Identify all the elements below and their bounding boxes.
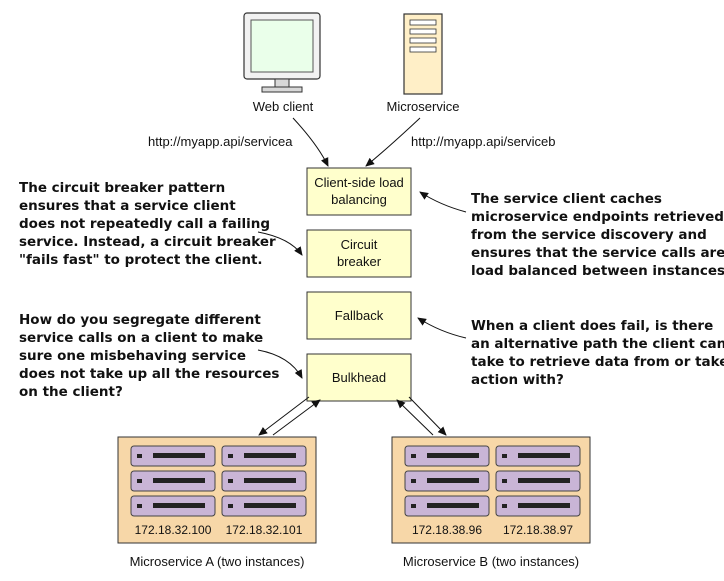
svg-text:microservice endpoints retriev: microservice endpoints retrieved bbox=[471, 209, 724, 225]
ip-b1: 172.18.38.96 bbox=[412, 523, 482, 537]
url-serviceb: http://myapp.api/serviceb bbox=[411, 134, 556, 149]
server-stack-a2 bbox=[221, 445, 307, 517]
circuit-breaker-box: Circuit breaker bbox=[306, 229, 412, 278]
arrow-cluster-a-to-bulkhead bbox=[272, 399, 321, 436]
svg-text:load balanced between instance: load balanced between instances. bbox=[471, 263, 724, 279]
url-servicea: http://myapp.api/servicea bbox=[148, 134, 293, 149]
microservice-label: Microservice bbox=[387, 99, 460, 114]
load-balancing-box: Client-side load balancing bbox=[306, 167, 412, 216]
cluster-b: 172.18.38.96 172.18.38.97 bbox=[391, 436, 591, 544]
arrow-note-to-load-balancing bbox=[419, 191, 467, 213]
svg-text:Client-side load: Client-side load bbox=[314, 175, 404, 190]
arrow-note-to-circuit-breaker bbox=[257, 231, 303, 256]
svg-text:Bulkhead: Bulkhead bbox=[332, 370, 386, 385]
svg-text:on the client?: on the client? bbox=[19, 384, 123, 400]
web-client-monitor-icon bbox=[243, 12, 321, 93]
arrow-microservice-to-lb bbox=[365, 117, 421, 167]
note-bulkhead: How do you segregate different service c… bbox=[19, 312, 279, 400]
server-stack-b1 bbox=[404, 445, 490, 517]
svg-text:action with?: action with? bbox=[471, 372, 564, 388]
fallback-box: Fallback bbox=[306, 291, 412, 340]
server-stack-b2 bbox=[495, 445, 581, 517]
arrow-note-to-fallback bbox=[417, 317, 467, 339]
arrow-bulkhead-to-cluster-a bbox=[258, 396, 310, 436]
svg-text:sure one misbehaving service: sure one misbehaving service bbox=[19, 348, 246, 364]
note-circuit-breaker: The circuit breaker pattern ensures that… bbox=[19, 180, 276, 268]
bulkhead-box: Bulkhead bbox=[306, 353, 412, 402]
svg-text:does not repeatedly call a fai: does not repeatedly call a failing bbox=[19, 216, 270, 232]
svg-text:an alternative path the client: an alternative path the client can bbox=[471, 336, 724, 352]
svg-text:ensures that the service calls: ensures that the service calls are bbox=[471, 245, 724, 261]
svg-text:does not take up all the resou: does not take up all the resources bbox=[19, 366, 279, 382]
svg-text:breaker: breaker bbox=[337, 254, 382, 269]
svg-text:Fallback: Fallback bbox=[335, 308, 384, 323]
svg-text:service. Instead, a circuit br: service. Instead, a circuit breaker bbox=[19, 234, 276, 250]
arrow-note-to-bulkhead bbox=[257, 349, 303, 379]
microservice-server-icon bbox=[403, 13, 443, 95]
ip-a2: 172.18.32.101 bbox=[226, 523, 303, 537]
svg-text:"fails fast" to protect the cl: "fails fast" to protect the client. bbox=[19, 252, 263, 268]
svg-text:take to retrieve data from or: take to retrieve data from or take bbox=[471, 354, 724, 370]
svg-text:from the service discovery and: from the service discovery and bbox=[471, 227, 707, 243]
svg-text:ensures that a service client: ensures that a service client bbox=[19, 198, 236, 214]
svg-text:Circuit: Circuit bbox=[341, 237, 378, 252]
svg-text:How do you segregate different: How do you segregate different bbox=[19, 312, 261, 328]
svg-text:balancing: balancing bbox=[331, 192, 387, 207]
cluster-b-label: Microservice B (two instances) bbox=[403, 554, 579, 569]
arrow-webclient-to-lb bbox=[292, 117, 329, 167]
note-fallback: When a client does fail, is there an alt… bbox=[471, 318, 724, 388]
ip-a1: 172.18.32.100 bbox=[135, 523, 212, 537]
arrow-bulkhead-to-cluster-b bbox=[408, 396, 447, 436]
svg-text:When a client does fail, is th: When a client does fail, is there bbox=[471, 318, 713, 334]
web-client-label: Web client bbox=[253, 99, 314, 114]
ip-b2: 172.18.38.97 bbox=[503, 523, 573, 537]
cluster-a-label: Microservice A (two instances) bbox=[130, 554, 305, 569]
arrow-cluster-b-to-bulkhead bbox=[396, 399, 434, 436]
svg-text:The service client caches: The service client caches bbox=[471, 191, 662, 207]
cluster-a: 172.18.32.100 172.18.32.101 bbox=[117, 436, 317, 544]
server-stack-a1 bbox=[130, 445, 216, 517]
note-load-balancing: The service client caches microservice e… bbox=[471, 191, 724, 279]
svg-text:service calls on a client to m: service calls on a client to make bbox=[19, 330, 263, 346]
svg-text:The circuit breaker pattern: The circuit breaker pattern bbox=[19, 180, 225, 196]
